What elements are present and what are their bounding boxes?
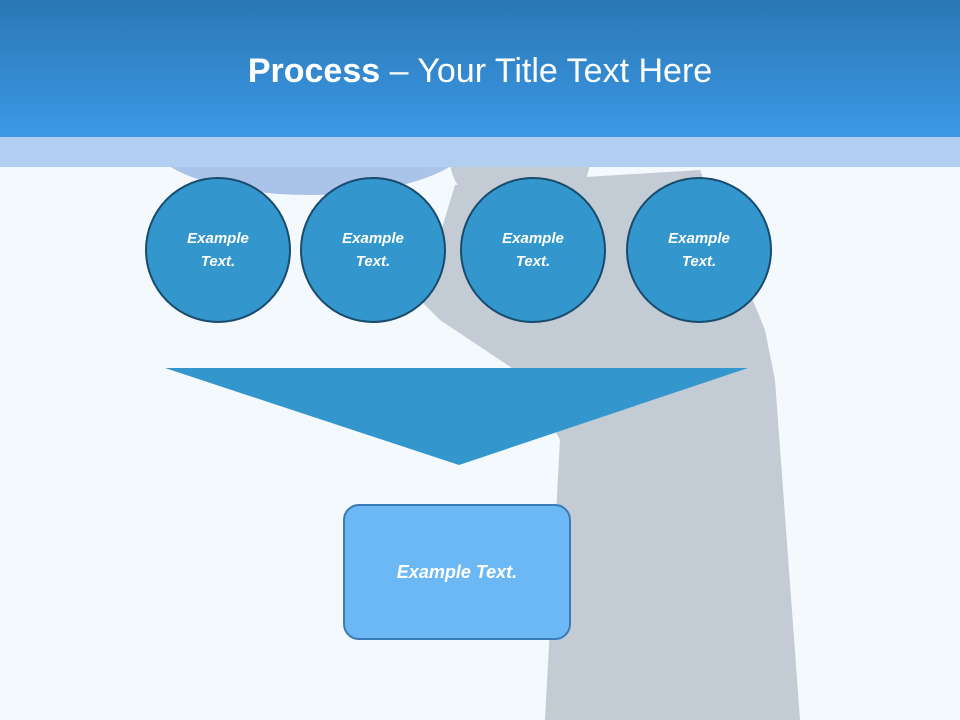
process-circle: Example Text. <box>626 177 772 323</box>
circle-label: Example Text. <box>502 230 564 270</box>
circle-label: Example Text. <box>342 230 404 270</box>
slide-title: Process – Your Title Text Here <box>0 52 960 91</box>
title-bar <box>0 0 960 137</box>
title-rest: – Your Title Text Here <box>380 52 713 90</box>
process-circle: Example Text. <box>460 177 606 323</box>
title-bold: Process <box>247 52 381 90</box>
result-box: Example Text. <box>343 504 571 640</box>
circle-label: Example Text. <box>668 230 730 270</box>
circle-label: Example Text. <box>187 230 249 270</box>
header-band <box>0 137 960 167</box>
process-circle: Example Text. <box>145 177 291 323</box>
process-circle: Example Text. <box>300 177 446 323</box>
result-label: Example Text. <box>396 561 518 582</box>
